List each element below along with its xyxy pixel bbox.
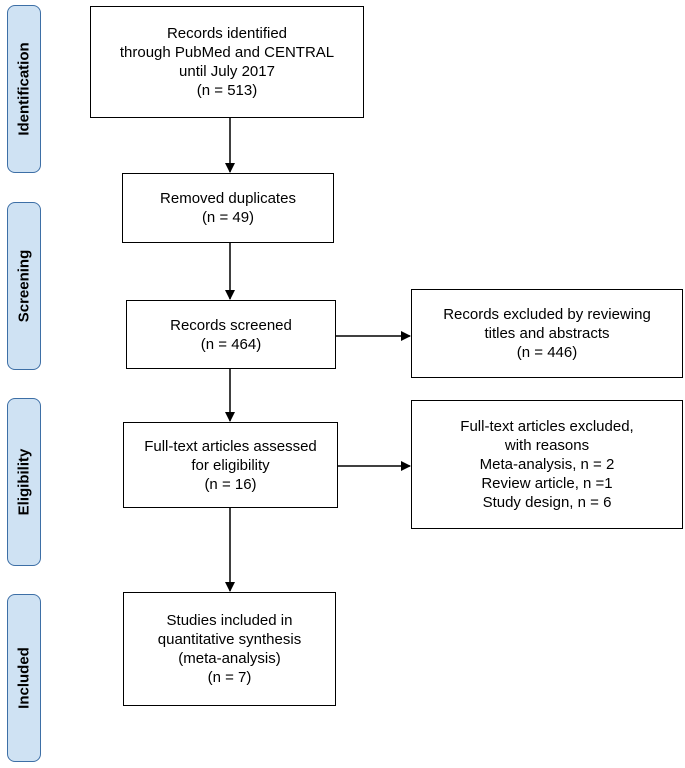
box-removed-duplicates-line: Removed duplicates — [160, 190, 296, 207]
box-fulltext-assessed: Full-text articles assessed for eligibil… — [123, 422, 338, 508]
stage-tab-identification: Identification — [7, 5, 41, 173]
box-fulltext-excluded-line: Study design, n = 6 — [482, 494, 612, 511]
box-records-excluded: Records excluded by reviewing titles and… — [411, 289, 683, 378]
box-fulltext-assessed-line: for eligibility — [191, 456, 270, 474]
box-fulltext-assessed-line: (n = 16) — [204, 475, 257, 493]
box-records-screened-line: (n = 464) — [200, 335, 262, 353]
box-fulltext-excluded-line: Full-text articles excluded, — [460, 418, 634, 435]
box-records-identified: Records identified through PubMed and CE… — [90, 6, 364, 118]
box-studies-included: Studies included in quantitative synthes… — [123, 592, 336, 706]
box-records-excluded-line: Records excluded by reviewing — [443, 306, 651, 323]
box-studies-included-line: (meta-analysis) — [178, 650, 281, 667]
box-fulltext-excluded: Full-text articles excluded, with reason… — [411, 400, 683, 529]
box-fulltext-excluded-line: Review article, n =1 — [481, 475, 613, 492]
box-records-identified-line: Records identified — [166, 25, 288, 42]
box-removed-duplicates: Removed duplicates (n = 49) — [122, 173, 334, 243]
stage-tab-eligibility: Eligibility — [7, 398, 41, 566]
box-studies-included-line: quantitative synthesis — [157, 631, 302, 648]
stage-tab-included: Included — [7, 594, 41, 762]
box-records-screened: Records screened (n = 464) — [126, 300, 336, 369]
box-removed-duplicates-line: (n = 49) — [201, 209, 255, 226]
box-fulltext-assessed-line: Full-text articles assessed — [144, 437, 317, 455]
box-records-screened-line: Records screened — [170, 316, 292, 334]
box-fulltext-excluded-line: with reasons — [504, 437, 590, 454]
box-records-identified-line: through PubMed and CENTRAL — [119, 44, 335, 61]
box-fulltext-excluded-line: Meta-analysis, n = 2 — [479, 456, 615, 473]
box-records-identified-line: (n = 513) — [196, 82, 258, 99]
box-records-excluded-line: (n = 446) — [516, 344, 578, 361]
box-studies-included-line: (n = 7) — [207, 669, 252, 686]
box-records-identified-line: until July 2017 — [179, 63, 275, 80]
box-records-excluded-line: titles and abstracts — [484, 325, 610, 342]
box-studies-included-line: Studies included in — [166, 612, 293, 629]
stage-tab-screening: Screening — [7, 202, 41, 370]
